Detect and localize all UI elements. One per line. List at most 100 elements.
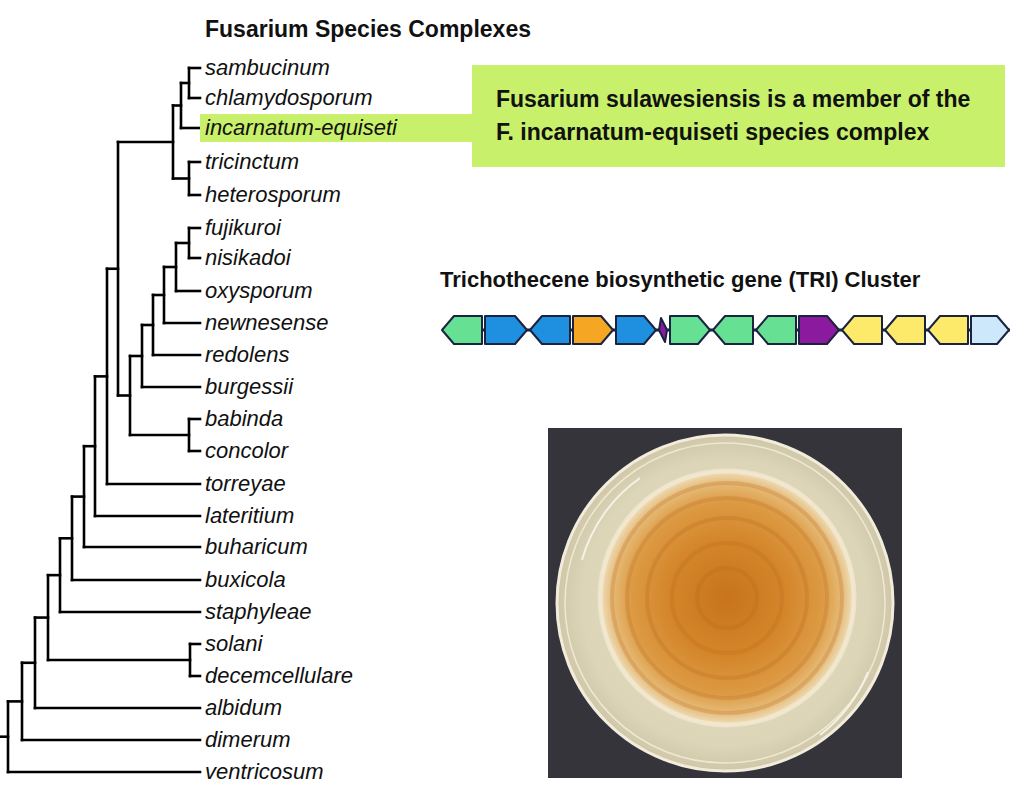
tree-branch (72, 495, 84, 498)
complex-name: sambucinum (205, 55, 330, 81)
colony-ring (627, 498, 827, 698)
gene-arrow (530, 316, 570, 344)
tree-branch (189, 227, 200, 230)
complex-name: babinda (205, 406, 283, 432)
tree-branch (181, 127, 200, 130)
tree-branch (107, 483, 200, 486)
tree-branch (176, 290, 200, 293)
photo-background (548, 428, 902, 778)
complex-name: chlamydosporum (205, 85, 373, 111)
gene-arrow (885, 316, 925, 344)
complex-name: dimerum (205, 727, 291, 753)
gene-cluster (442, 316, 1010, 344)
colony-ring (647, 518, 807, 678)
complex-name: ventricosum (205, 759, 324, 785)
tree-branch (8, 771, 200, 774)
dish-rim (565, 443, 885, 763)
tree-branch (60, 537, 72, 540)
fungal-colony (599, 470, 855, 726)
complex-name: lateritium (205, 503, 294, 529)
dish-reflection (820, 672, 868, 735)
tree-branch (35, 707, 200, 710)
complex-name: fujikuroi (205, 215, 281, 241)
tree-branch (189, 67, 200, 70)
gene-arrow (659, 318, 667, 342)
complex-name: oxysporum (205, 278, 313, 304)
tree-branch (130, 355, 142, 358)
cluster-heading: Trichothecene biosynthetic gene (TRI) Cl… (440, 266, 920, 294)
gene-arrow (670, 316, 710, 344)
tree-branch (153, 294, 164, 297)
complex-name: tricinctum (205, 149, 299, 175)
complex-name: redolens (205, 342, 289, 368)
tree-branch (95, 375, 107, 378)
tree-branch (142, 324, 153, 327)
complex-name: nisikadoi (205, 245, 291, 271)
tree-branch (189, 450, 200, 453)
gene-arrow (713, 316, 753, 344)
tree-branch (142, 386, 200, 389)
tree-branch (48, 659, 190, 662)
complex-name: albidum (205, 695, 282, 721)
phylogenetic-tree (0, 68, 200, 772)
gene-arrow (616, 316, 656, 344)
complex-name: solani (205, 631, 262, 657)
figure-title: Fusarium Species Complexes (205, 14, 531, 44)
tree-branch (190, 643, 200, 646)
tree-branch (118, 394, 130, 397)
gene-arrow (842, 316, 882, 344)
complex-name: burgessii (205, 374, 293, 400)
tree-branch (118, 141, 173, 144)
tree-branch (60, 611, 200, 614)
dish (557, 435, 893, 771)
tree-branch (8, 700, 22, 703)
complex-name: decemcellulare (205, 663, 353, 689)
tree-branch (48, 574, 60, 577)
tree-branch (173, 177, 189, 180)
tree-branch (189, 97, 200, 100)
complex-name: buharicum (205, 534, 308, 560)
colony-ring (672, 543, 782, 653)
colony-margin (600, 471, 854, 725)
highlight-band: incarnatum-equiseti (200, 114, 405, 142)
tree-branch (189, 161, 200, 164)
tree-branch (190, 675, 200, 678)
complex-name: torreyae (205, 471, 286, 497)
tree-branch (72, 579, 200, 582)
gene-arrow (573, 316, 613, 344)
complex-name: newnesense (205, 310, 329, 336)
callout-text: Fusarium sulawesiensis is a member of th… (496, 83, 981, 149)
petri-dish-photo (548, 428, 902, 778)
tree-branch (189, 257, 200, 260)
tree-branch (107, 267, 118, 270)
gene-arrow (485, 316, 527, 344)
gene-arrow (928, 316, 968, 344)
gene-arrow (799, 316, 839, 344)
tree-branch (153, 354, 200, 357)
gene-arrow (971, 316, 1009, 344)
tree-branch (189, 418, 200, 421)
tree-branch (95, 515, 200, 518)
callout-box: Fusarium sulawesiensis is a member of th… (472, 65, 1005, 167)
tree-branch (84, 445, 95, 448)
complex-name: incarnatum-equiseti (205, 115, 397, 141)
tree-branch (0, 735, 8, 738)
tree-branch (22, 739, 200, 742)
tree-branch (35, 616, 48, 619)
complex-name: heterosporum (205, 182, 341, 208)
complex-name: staphyleae (205, 599, 311, 625)
tree-branch (22, 661, 35, 664)
highlight-connector (404, 114, 473, 142)
tree-branch (189, 194, 200, 197)
tree-branch (164, 322, 200, 325)
gene-arrow (756, 316, 796, 344)
complex-name: buxicola (205, 567, 286, 593)
complex-name: concolor (205, 438, 288, 464)
colony-ring (697, 568, 757, 628)
tree-branch (176, 242, 189, 245)
tree-branch (130, 434, 189, 437)
colony-ring (612, 483, 842, 713)
tree-branch (164, 266, 176, 269)
tree-branch (84, 546, 200, 549)
